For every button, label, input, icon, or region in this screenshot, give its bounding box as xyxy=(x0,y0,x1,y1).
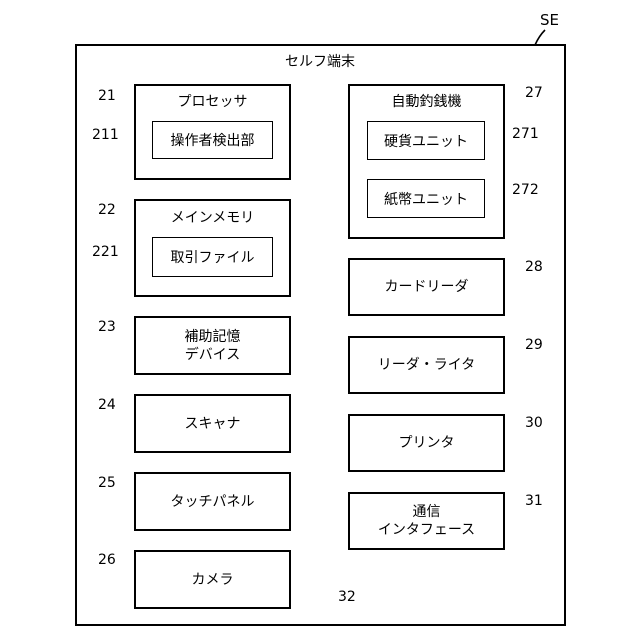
ref-26: 26 xyxy=(98,552,116,568)
bus-ref: 32 xyxy=(338,589,356,605)
ref-31: 31 xyxy=(525,493,543,509)
ref-272: 272 xyxy=(512,182,539,198)
ref-21: 21 xyxy=(98,88,116,104)
card-reader-label: カードリーダ xyxy=(348,258,505,316)
reader-writer-label: リーダ・ライタ xyxy=(348,336,505,394)
bill-unit: 紙幣ユニット xyxy=(367,179,485,218)
ref-27: 27 xyxy=(525,85,543,101)
communication-interface-label: 通信 インタフェース xyxy=(348,492,505,550)
scanner-label: スキャナ xyxy=(134,394,291,453)
coin-unit: 硬貨ユニット xyxy=(367,121,485,160)
processor-label: プロセッサ xyxy=(134,92,291,112)
transaction-file: 取引ファイル xyxy=(152,237,273,277)
ref-22: 22 xyxy=(98,202,116,218)
self-terminal-title: セルフ端末 xyxy=(260,52,380,72)
se-leader-line xyxy=(535,30,545,45)
ref-24: 24 xyxy=(98,397,116,413)
ref-211: 211 xyxy=(92,127,119,143)
ref-25: 25 xyxy=(98,475,116,491)
ref-28: 28 xyxy=(525,259,543,275)
ref-30: 30 xyxy=(525,415,543,431)
ref-29: 29 xyxy=(525,337,543,353)
ref-221: 221 xyxy=(92,244,119,260)
change-machine-label: 自動釣銭機 xyxy=(348,92,505,112)
touch-panel-label: タッチパネル xyxy=(134,472,291,531)
ref-23: 23 xyxy=(98,319,116,335)
camera-label: カメラ xyxy=(134,550,291,609)
auxiliary-storage-label: 補助記憶 デバイス xyxy=(134,316,291,375)
printer-label: プリンタ xyxy=(348,414,505,472)
ref-271: 271 xyxy=(512,126,539,142)
main-memory-label: メインメモリ xyxy=(134,208,291,228)
se-ref: SE xyxy=(540,12,559,28)
operator-detection-unit: 操作者検出部 xyxy=(152,121,273,159)
